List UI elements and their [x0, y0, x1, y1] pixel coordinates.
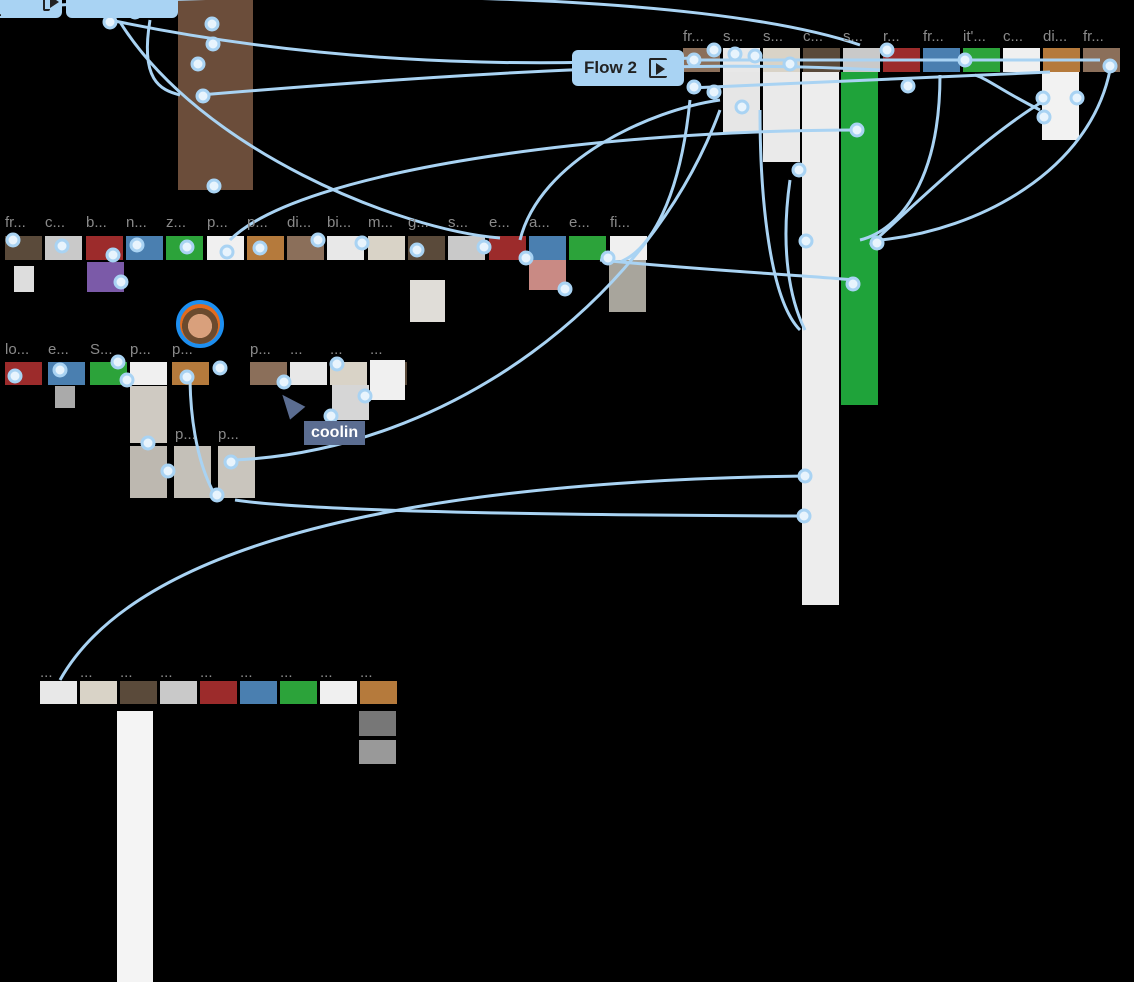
- frame-thumbnail[interactable]: [14, 266, 34, 292]
- frame-label[interactable]: ...: [370, 341, 383, 358]
- frame-label[interactable]: s...: [723, 28, 744, 45]
- flow-starting-point[interactable]: [66, 0, 178, 18]
- frame-thumbnail[interactable]: [120, 681, 157, 704]
- frame-thumbnail[interactable]: [290, 362, 327, 385]
- frame-label[interactable]: ...: [320, 664, 333, 681]
- frame-label[interactable]: fr...: [1083, 28, 1104, 45]
- frame-label[interactable]: c...: [803, 28, 824, 45]
- frame-label[interactable]: S...: [90, 341, 113, 358]
- collaborator-avatar[interactable]: [176, 300, 224, 348]
- flow-label: Flow 1: [0, 0, 31, 21]
- frame-label[interactable]: p...: [207, 214, 228, 231]
- frame-label[interactable]: b...: [86, 214, 107, 231]
- frame-label[interactable]: ...: [280, 664, 293, 681]
- frame-label[interactable]: e...: [569, 214, 590, 231]
- frame-label[interactable]: di...: [1043, 28, 1068, 45]
- frame-label[interactable]: fr...: [5, 214, 26, 231]
- frame-label[interactable]: e...: [48, 341, 69, 358]
- frame-label[interactable]: z...: [166, 214, 187, 231]
- frame-thumbnail[interactable]: [529, 236, 566, 260]
- frame-label[interactable]: lo...: [5, 341, 30, 358]
- frame-label[interactable]: ...: [160, 664, 173, 681]
- frame-thumbnail[interactable]: [160, 681, 197, 704]
- frame-label[interactable]: ...: [80, 664, 93, 681]
- frame-label[interactable]: di...: [287, 214, 312, 231]
- frame-thumbnail[interactable]: [40, 681, 77, 704]
- frame-thumbnail[interactable]: [370, 360, 405, 400]
- play-icon[interactable]: [42, 0, 60, 11]
- frame-label[interactable]: ...: [40, 664, 53, 681]
- frame-label[interactable]: ...: [360, 664, 373, 681]
- frame-label[interactable]: p...: [130, 341, 151, 358]
- frame-thumbnail[interactable]: [368, 236, 405, 260]
- flow-label: Flow 2: [584, 58, 637, 77]
- frame-label[interactable]: ...: [200, 664, 213, 681]
- frame-thumbnail[interactable]: [360, 681, 397, 704]
- frame-label[interactable]: c...: [1003, 28, 1024, 45]
- frame-thumbnail[interactable]: [359, 740, 396, 764]
- frame-thumbnail[interactable]: [117, 711, 153, 982]
- frame-label[interactable]: e...: [489, 214, 510, 231]
- frame-label[interactable]: fr...: [923, 28, 944, 45]
- flow-1-starting-point[interactable]: Flow 1: [0, 0, 62, 21]
- frame-label[interactable]: ...: [290, 341, 303, 358]
- frame-thumbnail[interactable]: [130, 362, 167, 385]
- frame-label[interactable]: s...: [448, 214, 469, 231]
- flow-2-starting-point[interactable]: Flow 2: [572, 50, 684, 86]
- frame-thumbnail[interactable]: [130, 386, 167, 443]
- frame-label[interactable]: m...: [368, 214, 393, 231]
- frame-thumbnail[interactable]: [218, 446, 255, 498]
- frame-label[interactable]: c...: [45, 214, 66, 231]
- frame-label[interactable]: fi...: [610, 214, 631, 231]
- frame-thumbnail[interactable]: [320, 681, 357, 704]
- frame-label[interactable]: p...: [175, 426, 196, 443]
- frame-label[interactable]: p...: [250, 341, 271, 358]
- frame-label[interactable]: g...: [408, 214, 429, 231]
- frame-label[interactable]: p...: [218, 426, 239, 443]
- frame-label[interactable]: s...: [763, 28, 784, 45]
- frame-label[interactable]: bi...: [327, 214, 352, 231]
- frame-label[interactable]: a...: [529, 214, 550, 231]
- frame-label[interactable]: s...: [843, 28, 864, 45]
- frame-thumbnail[interactable]: [80, 681, 117, 704]
- frame-thumbnail[interactable]: [569, 236, 606, 260]
- frame-thumbnail[interactable]: [609, 260, 646, 312]
- frame-thumbnail[interactable]: [200, 681, 237, 704]
- frame-label[interactable]: fr...: [683, 28, 704, 45]
- frame-label[interactable]: ...: [120, 664, 133, 681]
- frame-thumbnail[interactable]: [240, 681, 277, 704]
- frame-label[interactable]: r...: [883, 28, 900, 45]
- frame-label[interactable]: ...: [330, 341, 343, 358]
- collaborator-name-tag: coolin: [304, 421, 366, 445]
- frame-label[interactable]: p...: [247, 214, 268, 231]
- frame-thumbnail[interactable]: [1042, 72, 1079, 140]
- frame-label[interactable]: p...: [172, 341, 193, 358]
- frame-thumbnail[interactable]: [763, 72, 800, 162]
- frame-label[interactable]: ...: [240, 664, 253, 681]
- frame-thumbnail[interactable]: [359, 711, 396, 736]
- play-icon[interactable]: [648, 58, 667, 78]
- frame-label[interactable]: it'...: [963, 28, 986, 45]
- frame-thumbnail[interactable]: [55, 386, 75, 408]
- frame-thumbnail[interactable]: [280, 681, 317, 704]
- frame-thumbnail[interactable]: [410, 280, 445, 322]
- frame-label[interactable]: n...: [126, 214, 147, 231]
